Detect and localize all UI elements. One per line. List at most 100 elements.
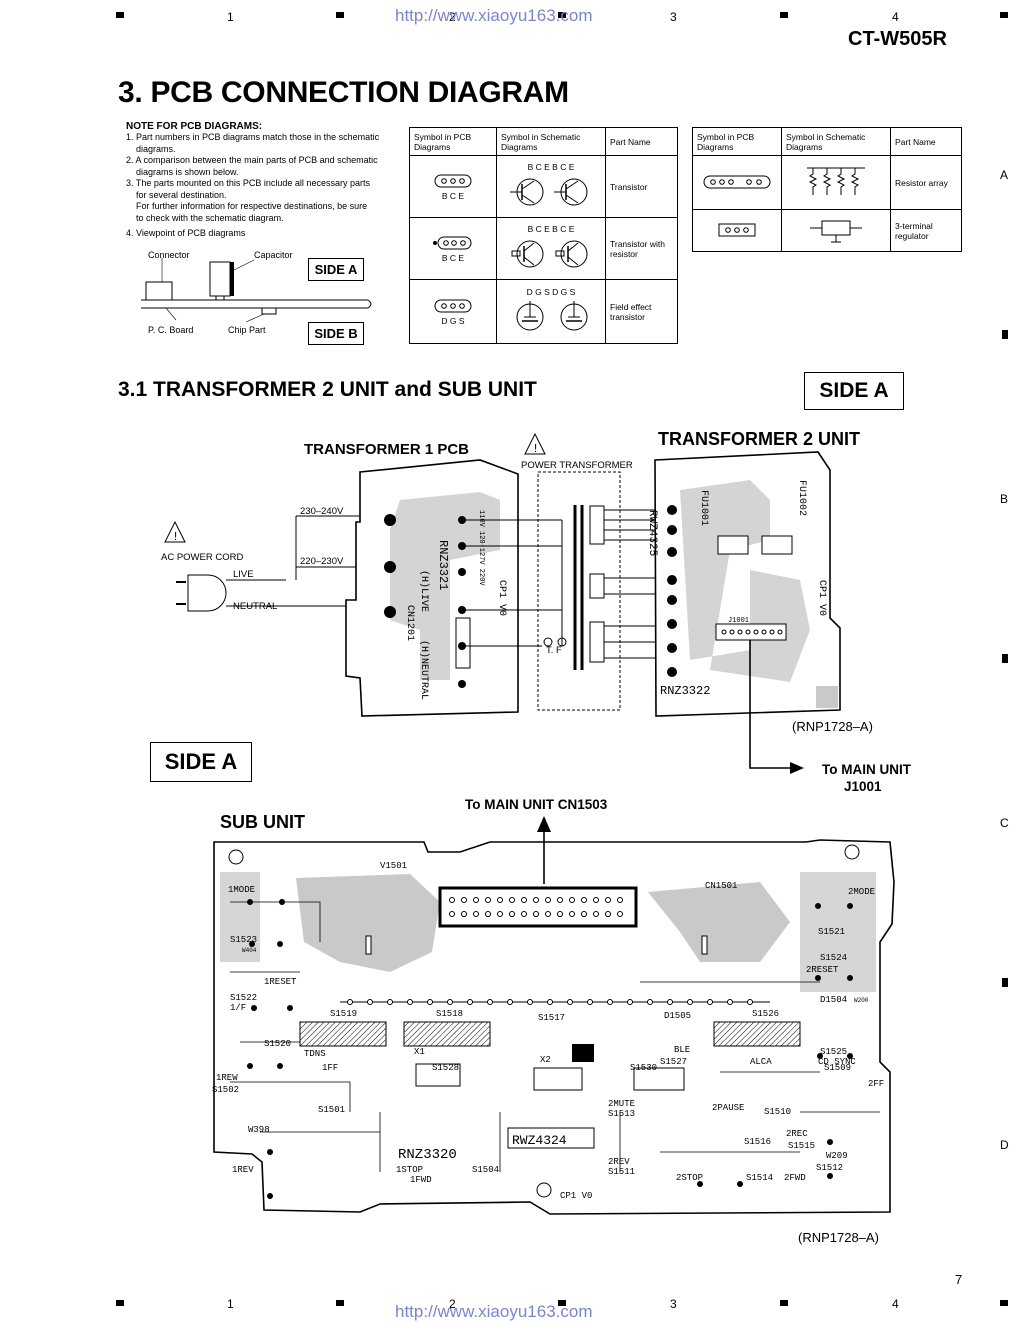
pcb-label: FU1002 <box>796 480 807 516</box>
connector-label: Connector <box>148 250 190 260</box>
board-code-label: (RNP1728–A) <box>798 1230 879 1245</box>
resistor-array-footprint-icon <box>703 175 771 188</box>
pcb-label: 1FF <box>322 1063 338 1073</box>
pcb-label: J1001 <box>728 617 749 625</box>
voltage-label-230: 230–240V <box>300 506 344 517</box>
source-url[interactable]: http://www.xiaoyu163.com <box>395 1302 593 1321</box>
registration-mark <box>1002 978 1008 987</box>
pcb-label: W200 <box>854 997 869 1004</box>
ac-power-cord-label: AC POWER CORD <box>161 552 244 563</box>
side-a-badge: SIDE A <box>308 258 364 281</box>
pcb-label: W398 <box>248 1125 270 1135</box>
table-header: Symbol in PCB Diagrams <box>409 127 497 156</box>
pcb-label: RNZ3322 <box>660 684 710 698</box>
pcb-label: S1501 <box>318 1105 345 1115</box>
pcb-label: CN1201 <box>404 605 415 641</box>
registration-mark <box>336 1300 344 1306</box>
pcb-label: S1515 <box>788 1141 815 1151</box>
registration-mark <box>558 12 566 18</box>
pin-labels: D G S <box>441 315 465 326</box>
pcb-footprint-icon <box>433 236 472 249</box>
pcb-label: D1505 <box>664 1011 691 1021</box>
pin-labels: B C E B C E <box>527 223 575 234</box>
side-b-badge: SIDE B <box>308 322 364 345</box>
pcb-label: RWZ4324 <box>512 1133 567 1148</box>
pcb-label: S1509 <box>824 1063 851 1073</box>
pcb-label: S1510 <box>764 1107 791 1117</box>
pcb-label: 1REV <box>232 1165 254 1175</box>
table-header: Symbol in Schematic Diagrams <box>781 127 891 156</box>
pcb-label: TDNS <box>304 1049 326 1059</box>
source-url[interactable]: http://www.xiaoyu163.com <box>395 6 593 25</box>
pcb-label: S1522 <box>230 993 257 1003</box>
pcb-label: 2MUTE <box>608 1099 635 1109</box>
svg-text:!: ! <box>172 530 179 544</box>
warning-icon: ! <box>164 520 186 544</box>
pcb-label: 2REV <box>608 1157 630 1167</box>
board-code-label: (RNP1728–A) <box>792 719 873 734</box>
table-header: Part Name <box>890 127 962 156</box>
pcb-label: CN1501 <box>705 881 737 891</box>
pcb-label: 1REW <box>216 1073 238 1083</box>
column-number: 4 <box>892 1297 899 1311</box>
transformer1-pcb-title: TRANSFORMER 1 PCB <box>304 441 470 458</box>
sub-unit-title: SUB UNIT <box>220 812 305 832</box>
part-name: Transistor with resistor <box>605 217 678 280</box>
pcb-label: X2 <box>540 1055 551 1065</box>
regulator-footprint-icon <box>718 223 756 236</box>
to-main-unit-label: To MAIN UNIT <box>822 762 911 777</box>
table-row: D G S D G S D G S Field effect transisto… <box>409 279 678 344</box>
part-name: Transistor <box>605 155 678 218</box>
pcb-label: 1STOP <box>396 1165 423 1175</box>
page-number: 7 <box>955 1272 963 1287</box>
pcb-label: D1504 <box>820 995 847 1005</box>
pcb-label: 2MODE <box>848 887 875 897</box>
pin-labels: B C E B C E <box>527 161 575 172</box>
pcb-label: RWZ4325 <box>646 510 658 556</box>
transistor-symbol-icon <box>510 178 588 205</box>
note-line: For further information for respective d… <box>136 201 368 211</box>
pcb-label: X1 <box>414 1047 425 1057</box>
column-number: 3 <box>670 10 677 24</box>
fet-symbol-icon <box>516 300 588 330</box>
symbol-table-arrays: Symbol in PCB Diagrams Symbol in Schemat… <box>692 127 962 252</box>
registration-mark <box>116 1300 124 1306</box>
pcb-label: S1502 <box>212 1085 239 1095</box>
table-row: B C E B C E B C E Transistor <box>409 155 678 218</box>
registration-mark <box>1002 654 1008 663</box>
pcb-label: FU1001 <box>698 490 709 526</box>
pcb-label: S1519 <box>330 1009 357 1019</box>
column-number: 1 <box>227 10 234 24</box>
pcb-label: S1525 <box>820 1047 847 1057</box>
pcb-label: CP1 V0 <box>816 580 827 616</box>
registration-mark <box>336 12 344 18</box>
part-name: 3-terminal regulator <box>890 209 962 252</box>
pcb-label: S1530 <box>630 1063 657 1073</box>
capacitor-label: Capacitor <box>254 250 293 260</box>
pcb-label: 2PAUSE <box>712 1103 744 1113</box>
pcb-label: ALCA <box>750 1057 772 1067</box>
pcb-label: 1MODE <box>228 885 255 895</box>
table-row: B C E B C E B C E Transistor with resist… <box>409 217 678 280</box>
pcb-label: (H)NEUTRAL <box>418 640 430 700</box>
pcb-label: S1524 <box>820 953 847 963</box>
pcb-label: S1516 <box>744 1137 771 1147</box>
pcb-label: W404 <box>242 947 257 954</box>
pin-labels: B C E <box>441 190 465 201</box>
note-line: diagrams is shown below. <box>136 166 239 177</box>
to-main-cn1503-label: To MAIN UNIT CN1503 <box>465 797 608 812</box>
part-name: Resistor array <box>890 155 962 210</box>
column-number: 4 <box>892 10 899 24</box>
column-number: 1 <box>227 1297 234 1311</box>
note-line: 3. The parts mounted on this PCB include… <box>126 178 370 188</box>
svg-text:!: ! <box>532 442 539 456</box>
pcb-label: 1RESET <box>264 977 297 987</box>
power-transformer-label: POWER TRANSFORMER <box>521 460 633 471</box>
pcb-label: S1517 <box>538 1013 565 1023</box>
pcb-label: V1501 <box>380 861 407 871</box>
note-line: 2. A comparison between the main parts o… <box>126 155 378 165</box>
section-title: 3. PCB CONNECTION DIAGRAM <box>118 76 569 109</box>
pcb-label: S1514 <box>746 1173 773 1183</box>
notes-title: NOTE FOR PCB DIAGRAMS: <box>126 121 263 132</box>
pcb-label: BLE <box>674 1045 690 1055</box>
